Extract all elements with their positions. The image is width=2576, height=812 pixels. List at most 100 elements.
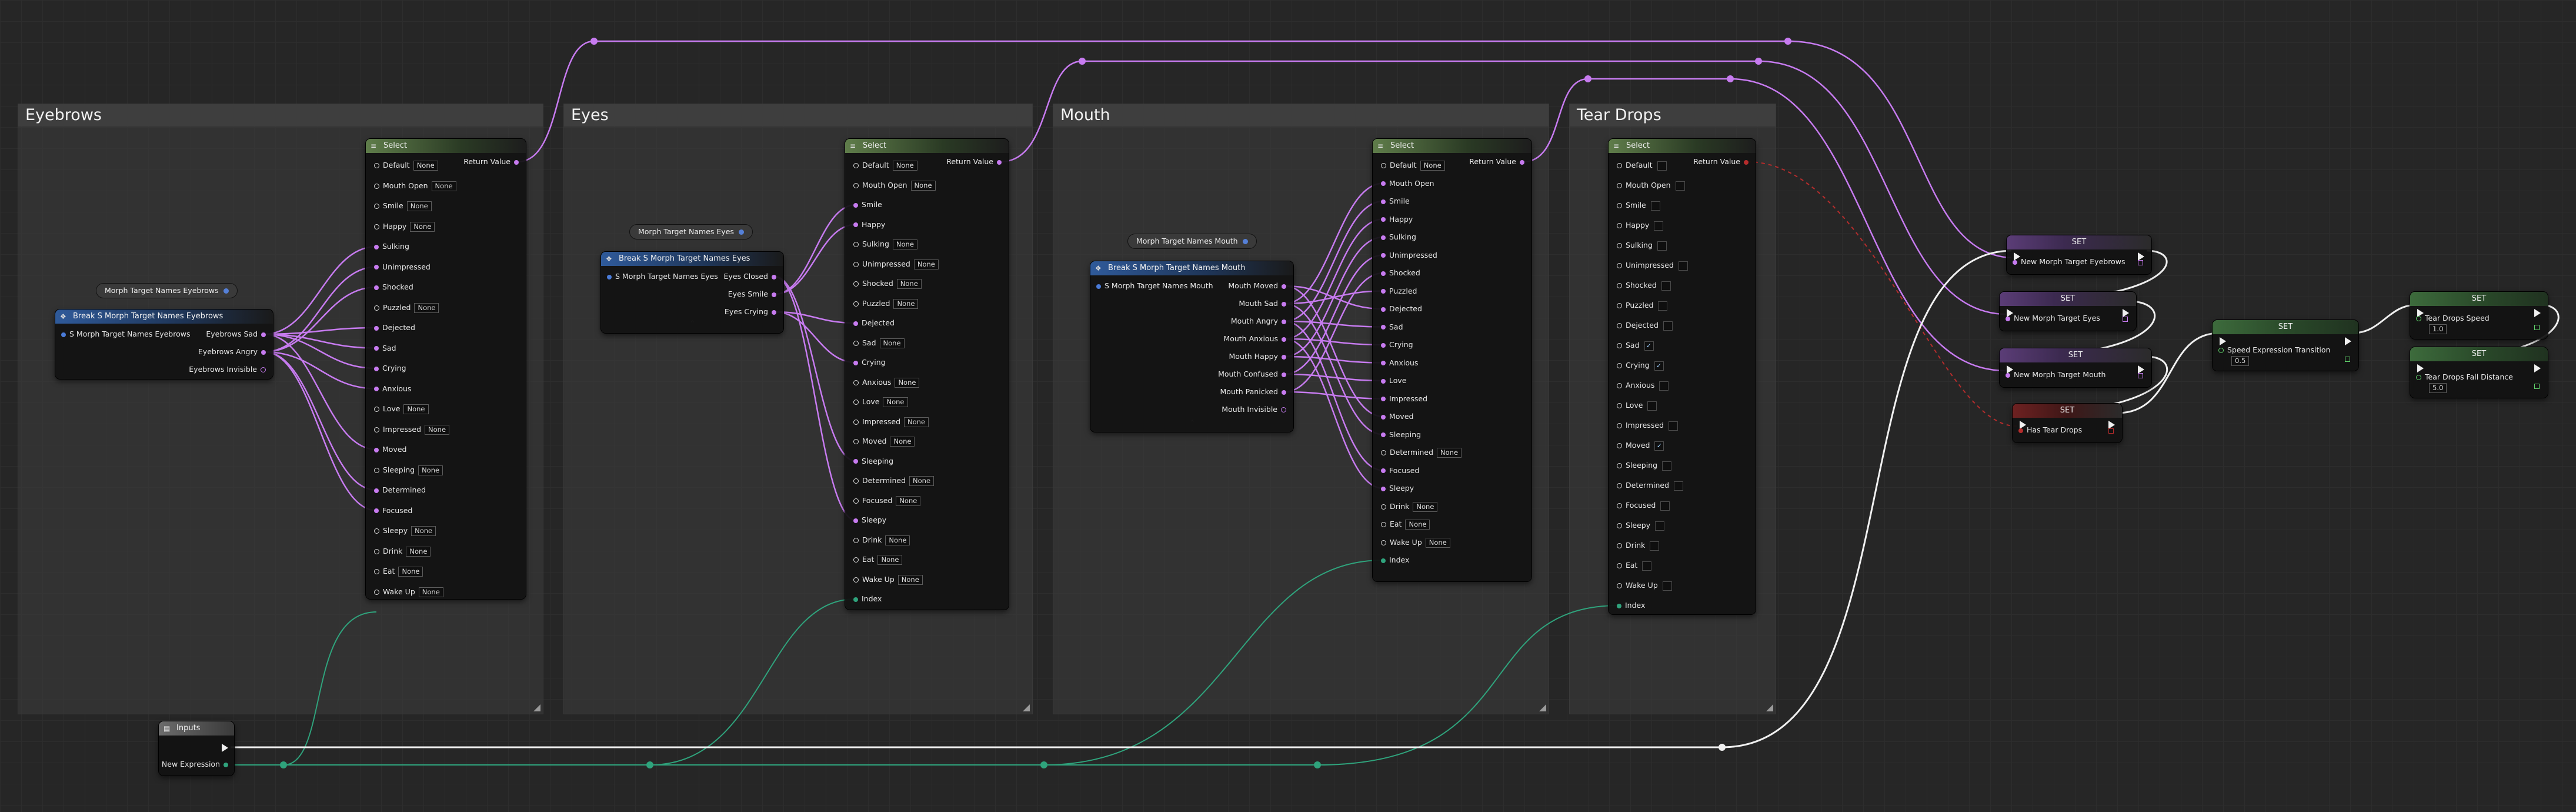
pin-dot[interactable] xyxy=(1381,522,1386,527)
value-box[interactable]: None xyxy=(890,437,915,447)
pin-dot[interactable] xyxy=(607,274,612,279)
node-header[interactable]: ≡Select xyxy=(1373,139,1531,153)
pin-dot[interactable] xyxy=(1381,486,1386,491)
pin-dot[interactable] xyxy=(374,366,379,371)
reroute-node[interactable] xyxy=(1040,761,1047,768)
return-value-pin[interactable]: Return Value xyxy=(946,157,1002,167)
pin-dot[interactable] xyxy=(374,407,379,412)
pin-dot[interactable] xyxy=(1282,372,1286,377)
value-out-pin[interactable] xyxy=(2534,384,2540,389)
option-pin-sleeping[interactable]: Sleeping xyxy=(1381,430,1421,440)
pin-dot[interactable] xyxy=(853,222,858,227)
index-pin[interactable]: Index xyxy=(853,594,882,604)
pin-dot[interactable] xyxy=(1242,239,1248,244)
pin-dot[interactable] xyxy=(1617,583,1622,588)
pin-dot[interactable] xyxy=(1381,289,1386,294)
node-header[interactable]: SET xyxy=(2013,404,2122,418)
checkbox[interactable] xyxy=(1675,181,1685,191)
value-box[interactable]: None xyxy=(406,201,432,211)
reroute-node[interactable] xyxy=(1784,38,1791,45)
option-pin-happy[interactable]: Happy xyxy=(1381,214,1413,225)
return-value-pin[interactable]: Return Value xyxy=(463,157,519,167)
reroute-node[interactable] xyxy=(1719,744,1726,751)
option-pin-anxious[interactable]: Anxious xyxy=(1617,380,1669,391)
pin-dot[interactable] xyxy=(1617,523,1622,528)
option-pin-dejected[interactable]: Dejected xyxy=(853,318,895,328)
option-pin-smile[interactable]: Smile xyxy=(853,199,882,210)
option-pin-happy[interactable]: Happy xyxy=(1617,220,1664,231)
node-header[interactable]: SET xyxy=(2000,292,2136,306)
checkbox[interactable]: ✓ xyxy=(1654,361,1664,371)
value-box[interactable]: None xyxy=(910,180,936,191)
index-pin[interactable]: Index xyxy=(1381,555,1409,565)
reroute-node[interactable] xyxy=(1314,761,1321,768)
pin-dot[interactable] xyxy=(1281,407,1286,412)
checkbox[interactable] xyxy=(1674,481,1684,491)
option-pin-happy[interactable]: Happy xyxy=(853,219,885,230)
option-pin-dejected[interactable]: Dejected xyxy=(1381,304,1422,314)
option-pin-anxious[interactable]: Anxious xyxy=(374,384,411,394)
pin-dot[interactable] xyxy=(1381,504,1386,510)
value-box[interactable]: None xyxy=(883,397,908,407)
node-header[interactable]: ≡Select xyxy=(366,139,526,153)
exec-out-pin[interactable] xyxy=(2138,252,2144,261)
node-header[interactable]: SET xyxy=(2410,347,2548,361)
pin-dot[interactable] xyxy=(374,346,379,351)
pin-dot[interactable] xyxy=(374,305,379,311)
output-pin[interactable]: Mouth Happy xyxy=(1229,351,1286,362)
pin-dot[interactable] xyxy=(853,518,858,523)
pin-dot[interactable] xyxy=(223,762,228,767)
pin-dot[interactable] xyxy=(1617,183,1622,188)
pin-dot[interactable] xyxy=(2006,372,2010,378)
checkbox[interactable] xyxy=(1661,281,1671,291)
value-box[interactable]: 0.5 xyxy=(2231,356,2250,366)
new-expression-pin[interactable]: New Expression xyxy=(162,759,228,770)
pin-dot[interactable] xyxy=(1617,163,1622,168)
exec-out-pin[interactable] xyxy=(2534,364,2541,372)
option-pin-determined[interactable]: Determined xyxy=(374,485,426,495)
pin-dot[interactable] xyxy=(1381,199,1386,204)
option-pin-puzzled[interactable]: Puzzled xyxy=(1617,300,1668,311)
exec-in-pin[interactable] xyxy=(2220,337,2226,345)
pin-dot[interactable] xyxy=(1617,563,1622,568)
value-out-pin[interactable] xyxy=(2138,260,2143,265)
resize-handle[interactable] xyxy=(1539,704,1546,711)
option-pin-dejected[interactable]: Dejected xyxy=(1617,320,1673,331)
pin-dot[interactable] xyxy=(1282,354,1286,360)
checkbox[interactable] xyxy=(1657,241,1667,251)
checkbox[interactable] xyxy=(1654,221,1664,231)
option-pin-crying[interactable]: Crying xyxy=(1381,340,1413,350)
pin-dot[interactable] xyxy=(1381,540,1386,545)
option-pin-dejected[interactable]: Dejected xyxy=(374,322,415,333)
pin-dot[interactable] xyxy=(261,332,266,337)
checkbox[interactable] xyxy=(1647,401,1657,411)
option-pin-unimpressed[interactable]: Unimpressed xyxy=(374,262,431,272)
pin-dot[interactable] xyxy=(853,242,859,247)
pin-dot[interactable] xyxy=(374,427,379,432)
var-morph-eyes[interactable]: Morph Target Names Eyes xyxy=(630,225,752,239)
checkbox[interactable] xyxy=(1662,581,1672,591)
exec-out-pin[interactable] xyxy=(2138,365,2144,374)
output-pin[interactable]: Mouth Moved xyxy=(1228,281,1286,291)
output-pin[interactable]: Mouth Anxious xyxy=(1223,334,1286,344)
pin-dot[interactable] xyxy=(853,597,858,602)
pin-dot[interactable] xyxy=(1381,414,1386,420)
output-pin[interactable]: Eyebrows Sad xyxy=(206,329,266,340)
pin-dot[interactable] xyxy=(1617,243,1622,248)
pin-dot[interactable] xyxy=(1381,432,1386,437)
pin-dot[interactable] xyxy=(1282,284,1286,289)
